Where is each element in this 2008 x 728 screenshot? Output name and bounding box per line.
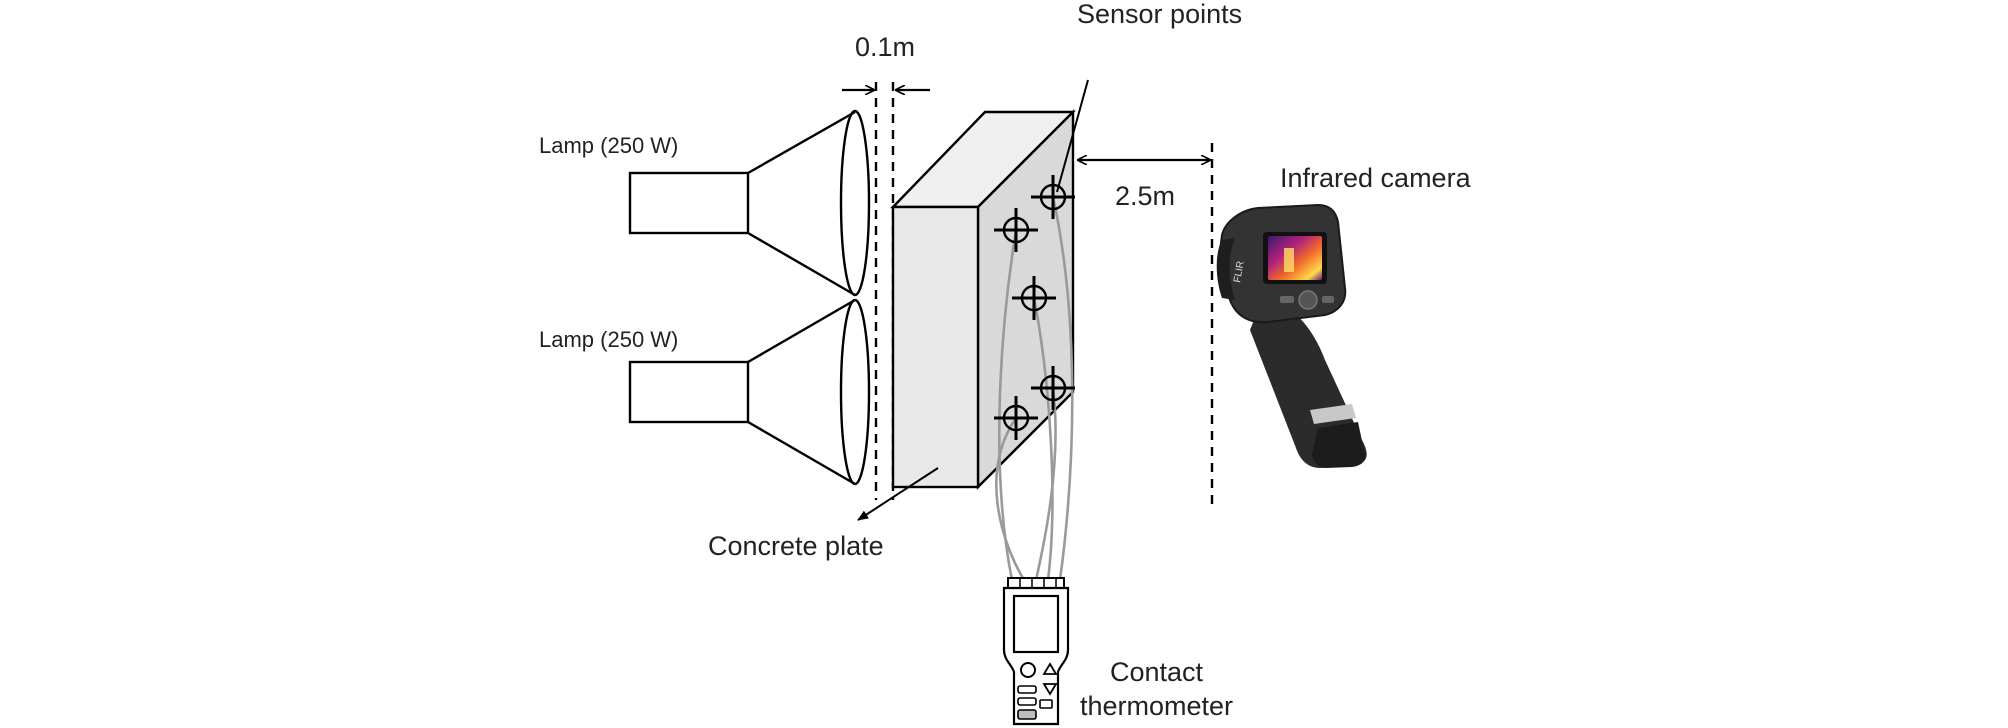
lamp-bottom-lens <box>839 298 871 486</box>
lamp-bottom-body <box>628 360 750 424</box>
concrete-plate-front <box>891 205 980 489</box>
sensor-wire-4 <box>1034 387 1057 581</box>
lamp-top-label: Lamp (250 W) <box>539 133 678 158</box>
concrete-plate-label: Concrete plate <box>708 531 884 561</box>
sensor-points-pointer <box>1056 79 1089 193</box>
camera-left-button <box>1280 296 1294 303</box>
lamp-bottom-cone <box>747 298 856 486</box>
contact-thermometer-icon <box>1002 577 1070 726</box>
thermometer-display <box>1012 594 1060 654</box>
svg-text:FLIR: FLIR <box>1232 260 1247 283</box>
infrared-camera-label: Infrared camera <box>1280 163 1472 193</box>
lamp-top-lens <box>839 109 871 297</box>
camera-handle-base <box>1312 422 1366 468</box>
lamp-bottom-label: Lamp (250 W) <box>539 327 678 352</box>
contact-thermometer-label-line2: thermometer <box>1080 691 1233 721</box>
gap-distance-label: 0.1m <box>855 32 915 62</box>
sensor-wires <box>995 196 1074 581</box>
contact-thermometer-label-line1: Contact <box>1110 657 1204 687</box>
camera-distance-label: 2.5m <box>1115 181 1175 211</box>
crosshair-circle-icon <box>1031 366 1075 410</box>
camera-handle-ring <box>1310 404 1356 424</box>
thermometer-up-button <box>1042 662 1058 675</box>
sensor-wire-3 <box>1032 297 1054 581</box>
concrete-plate-pointer <box>857 467 939 521</box>
infrared-camera-icon: FLIR <box>1216 203 1367 468</box>
thermometer-down-button <box>1042 683 1058 696</box>
crosshair-circle-icon <box>994 208 1038 252</box>
crosshair-circle-icon <box>1012 276 1056 320</box>
camera-right-button <box>1322 296 1334 303</box>
thermometer-power-button <box>1020 662 1036 678</box>
sensor-points-label: Sensor points <box>1077 0 1242 29</box>
crosshair-circle-icon <box>994 396 1038 440</box>
lamp-bottom <box>628 298 871 486</box>
sensor-wire-5 <box>995 417 1026 581</box>
camera-lens-side <box>1216 238 1235 300</box>
lamp-top-body <box>628 171 750 235</box>
camera-control-button <box>1298 290 1318 310</box>
camera-thermal-screen <box>1268 236 1322 280</box>
crosshair-circle-icon <box>1031 175 1075 219</box>
sensor-points <box>994 175 1075 440</box>
sensor-wire-1 <box>1051 196 1074 581</box>
lamp-top <box>628 109 871 297</box>
lamp-top-cone <box>747 110 856 297</box>
